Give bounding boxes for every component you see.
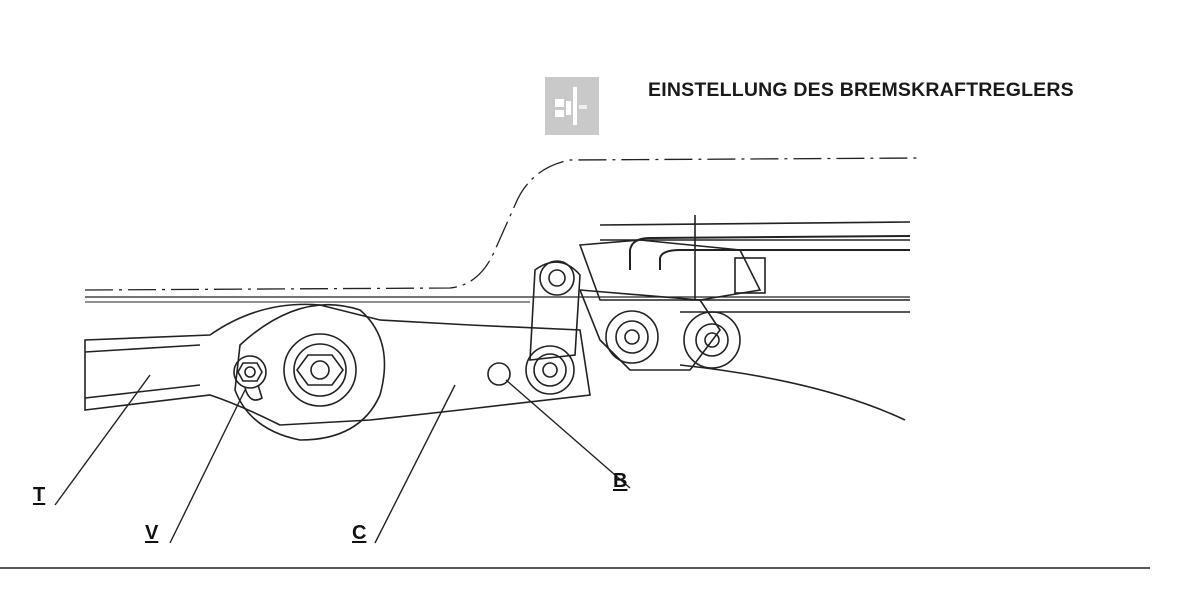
regulator-lever bbox=[578, 289, 721, 371]
regulator-body bbox=[578, 239, 762, 301]
body-outline bbox=[84, 157, 921, 291]
brake-regulator-icon bbox=[545, 77, 599, 135]
page-title: EINSTELLUNG DES BREMSKRAFTREGLERS bbox=[648, 79, 1074, 101]
hole-b bbox=[487, 362, 511, 386]
callout-c: C bbox=[352, 522, 367, 544]
callout-t: T bbox=[33, 484, 46, 506]
brake-pipe bbox=[629, 235, 911, 270]
pivot-bolt bbox=[283, 333, 357, 407]
trailing-arm bbox=[84, 303, 591, 426]
leader-b bbox=[505, 379, 631, 489]
callout-b: B bbox=[613, 470, 628, 492]
callout-v: V bbox=[145, 522, 159, 544]
adjust-bolt bbox=[233, 355, 267, 389]
link-arm bbox=[529, 261, 581, 361]
leader-v bbox=[169, 389, 246, 544]
leader-t bbox=[54, 374, 151, 506]
leader-c bbox=[374, 384, 456, 544]
pivot-plate bbox=[234, 303, 386, 441]
